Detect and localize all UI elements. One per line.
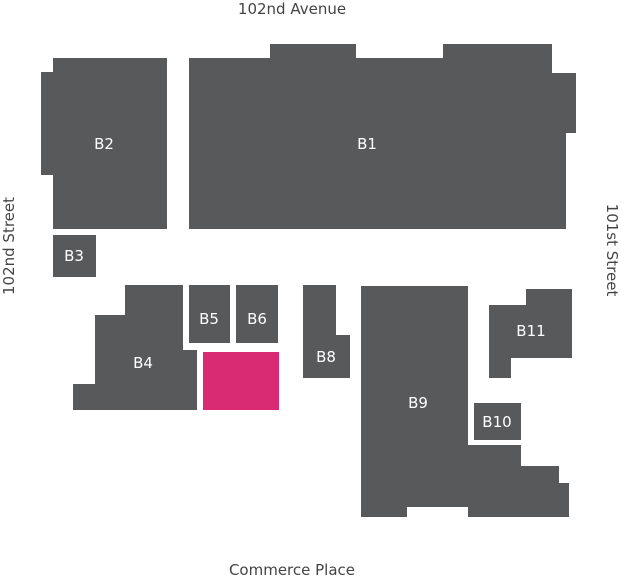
street-label-left: 102nd Street xyxy=(0,197,18,295)
block-b6[interactable] xyxy=(236,285,278,343)
block-b4[interactable] xyxy=(73,285,197,410)
street-label-bottom: Commerce Place xyxy=(229,561,355,576)
block-b2[interactable] xyxy=(41,58,167,229)
street-label-top: 102nd Avenue xyxy=(238,0,346,18)
block-b3[interactable] xyxy=(53,235,96,277)
block-b11[interactable] xyxy=(489,289,572,378)
block-b10[interactable] xyxy=(474,403,521,440)
street-label-right: 101st Street xyxy=(603,204,621,297)
block-b8[interactable] xyxy=(303,285,350,378)
highlighted-block[interactable] xyxy=(203,352,279,410)
block-b5[interactable] xyxy=(189,285,230,343)
block-b1[interactable] xyxy=(189,44,576,229)
block-b9[interactable] xyxy=(361,286,569,517)
